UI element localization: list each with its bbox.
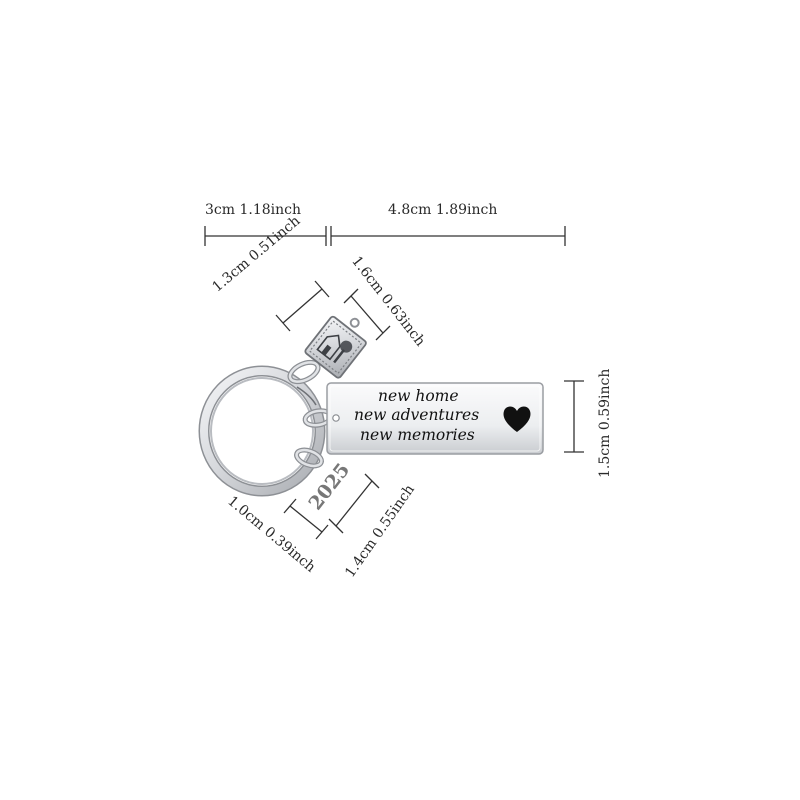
jump-ring-year-charm xyxy=(294,447,324,469)
square-charm xyxy=(304,315,367,379)
tag-text-line-1: new home xyxy=(378,387,459,405)
year-charm-height-dimension-line xyxy=(328,473,380,534)
jump-ring-square-charm xyxy=(287,359,321,385)
tag-text-line-3: new memories xyxy=(360,426,475,444)
year-charm-width-dimension-line xyxy=(283,498,329,540)
tag-width-dimension-line xyxy=(330,226,566,246)
heart-icon xyxy=(503,406,531,432)
ring-width-dimension-line xyxy=(204,226,327,246)
house-and-tree-icon xyxy=(316,334,353,364)
stamped-tag xyxy=(326,382,544,455)
tag-height-label: 1.5cm 0.59inch xyxy=(597,368,613,478)
square-charm-width-dimension-line xyxy=(275,280,330,332)
square-charm-height-dimension-line xyxy=(343,288,391,341)
tag-text-line-2: new adventures xyxy=(354,406,480,424)
split-key-ring xyxy=(198,365,326,497)
ring-width-label: 3cm 1.18inch xyxy=(205,202,301,218)
tag-width-label: 4.8cm 1.89inch xyxy=(388,202,498,218)
tag-height-dimension-line xyxy=(564,380,584,453)
